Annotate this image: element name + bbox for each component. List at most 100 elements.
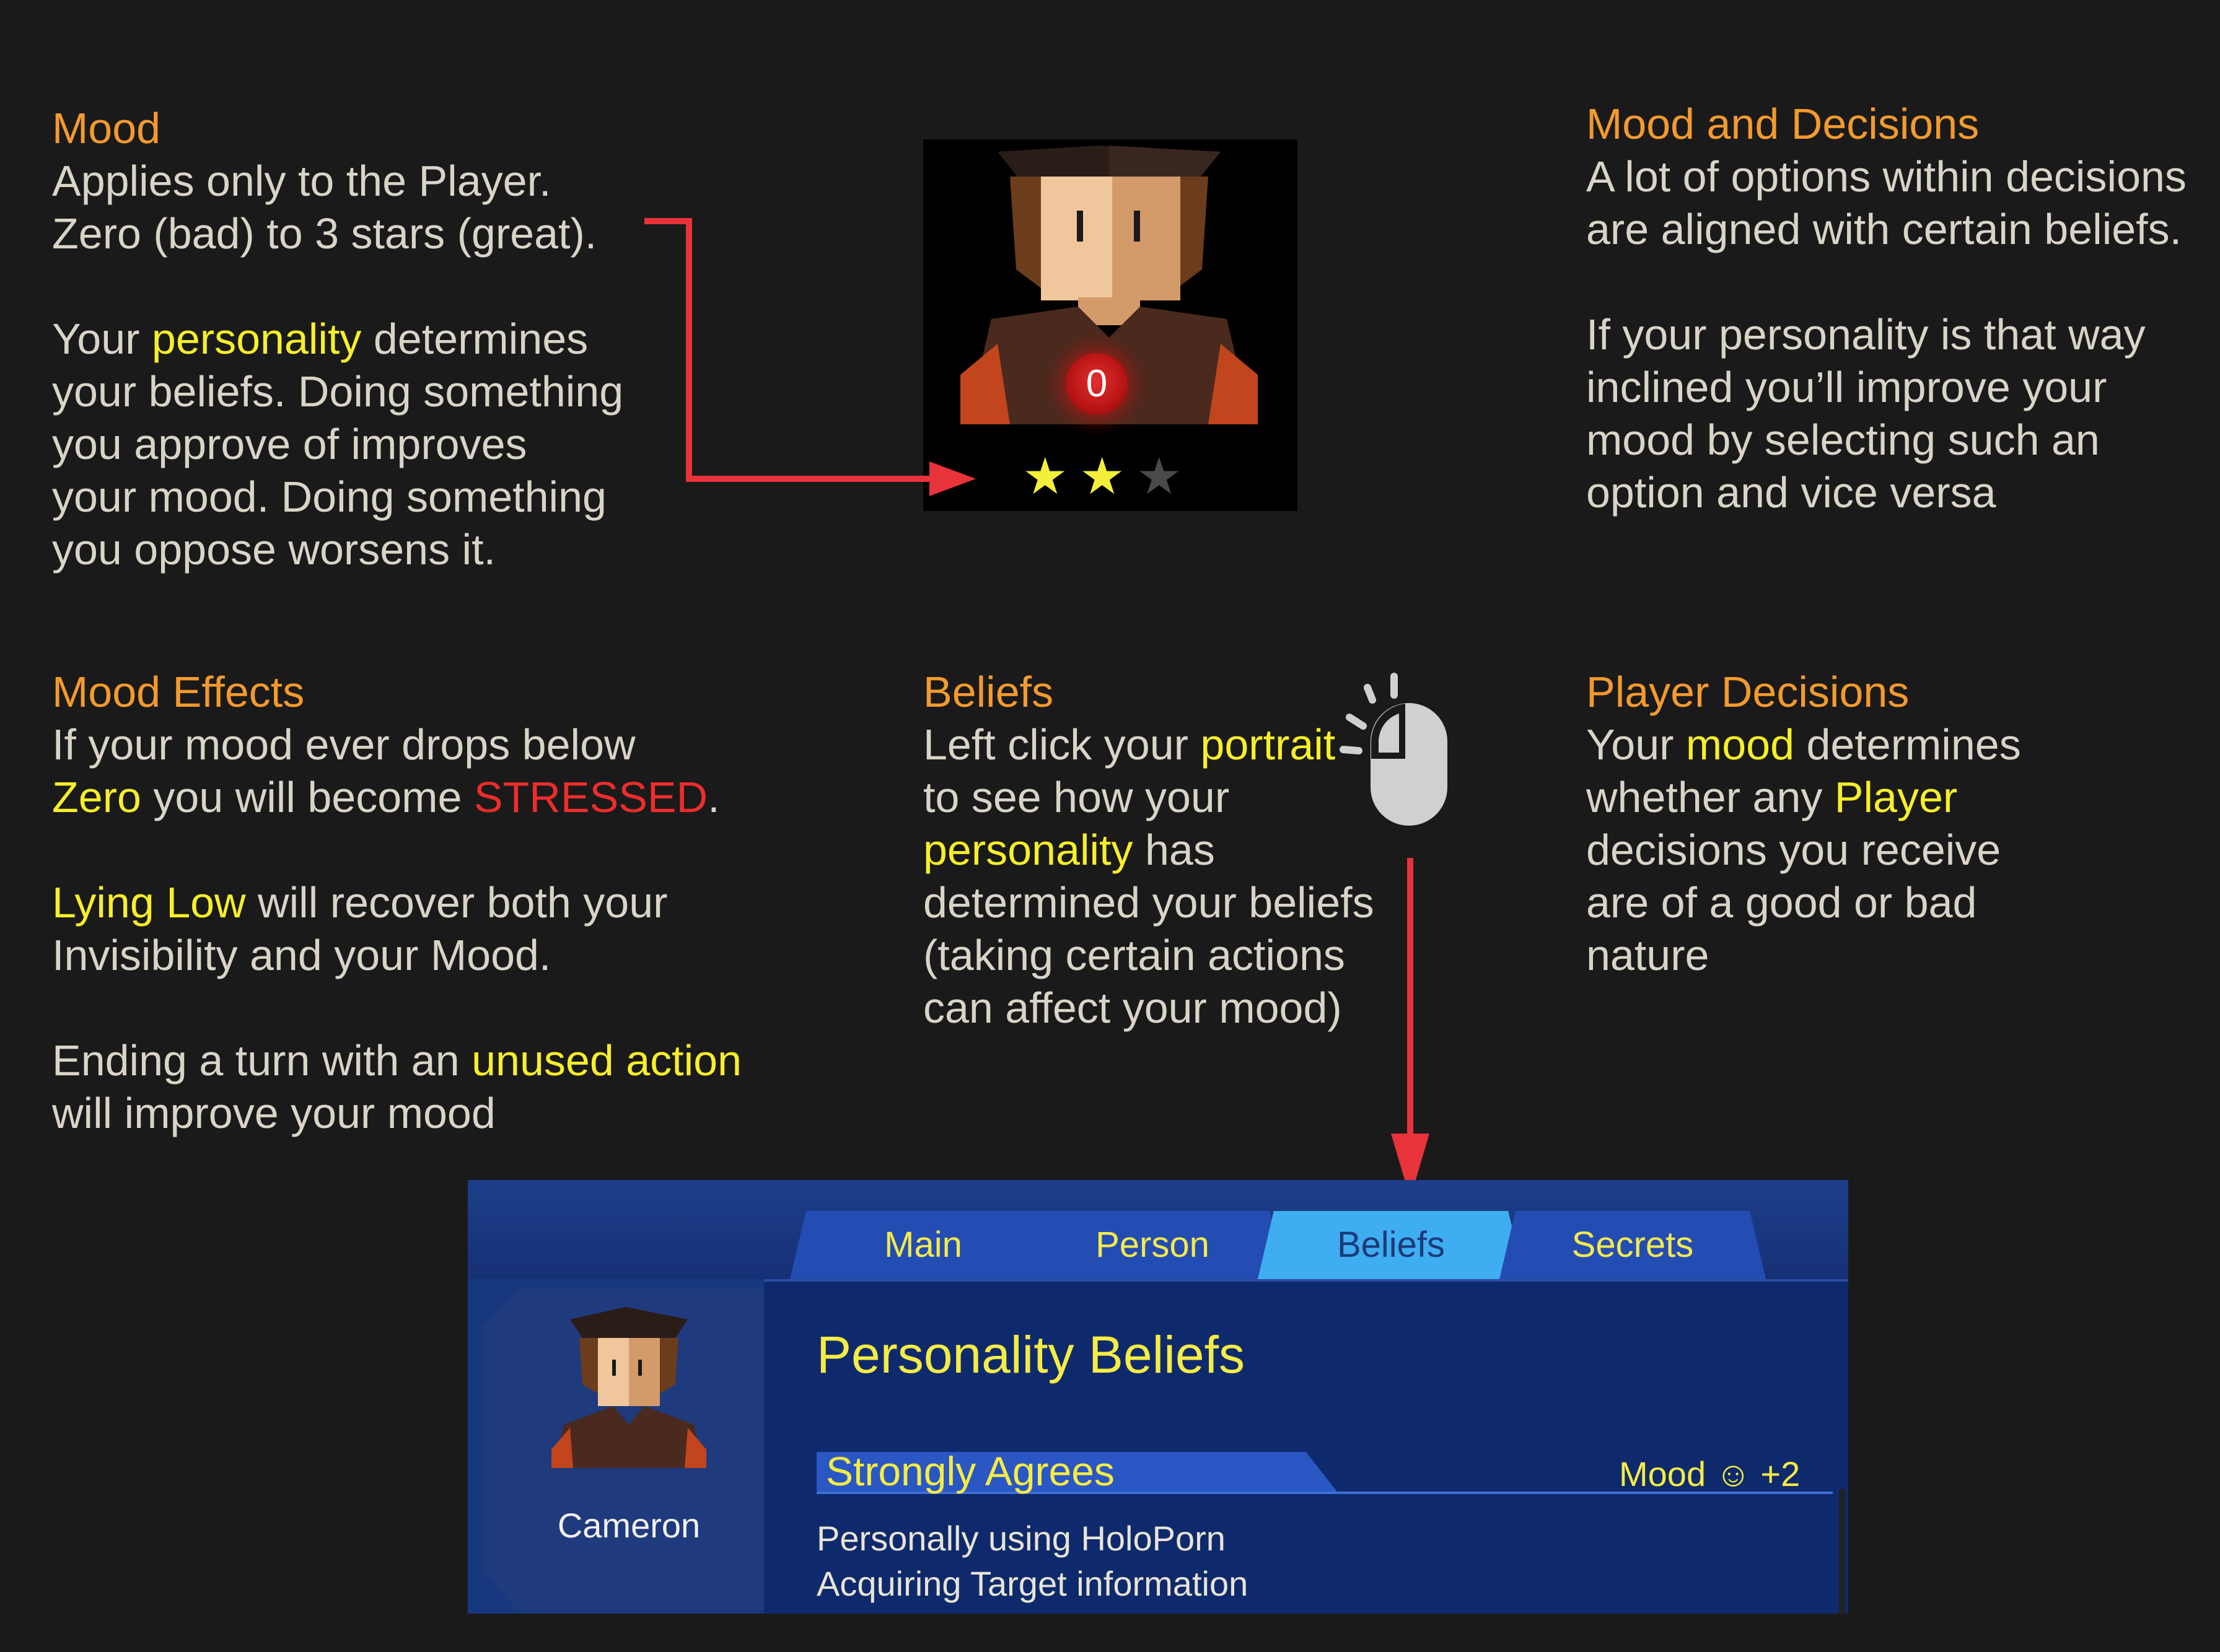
text-segment: (taking certain actions [923,931,1345,979]
mood-decisions-explanation: Mood and Decisions A lot of options with… [1586,98,2206,519]
text-segment: your beliefs. Doing something [52,367,624,416]
highlight-text: mood [1685,720,1794,769]
mood-title: Mood [52,104,161,152]
character-card[interactable]: Cameron [483,1288,774,1610]
text-segment: you will become [141,773,474,821]
tab-secrets[interactable]: Secrets [1499,1211,1766,1279]
character-panel: Main Person Beliefs Secrets Cameron Pers… [468,1180,1848,1614]
text-line: to see how your [923,771,1419,824]
highlight-text: personality [151,315,362,363]
text-segment: determines [361,315,589,363]
text-segment: your mood. Doing something [52,473,607,521]
text-segment: Your [1586,720,1686,769]
text-segment: Invisibility and your Mood. [52,931,551,979]
divider [817,1492,1833,1494]
tab-beliefs[interactable]: Beliefs [1258,1211,1524,1279]
text-segment: Left click your [923,720,1201,769]
mouse-left-click-icon [1340,673,1447,826]
section-title: Personality Beliefs [817,1326,1245,1384]
text-line: determined your beliefs [923,876,1419,929]
text-segment: are of a good or bad [1586,878,1977,927]
text-segment: can affect your mood) [923,984,1342,1032]
md-line-1: A lot of options within decisions [1586,152,2187,201]
text-segment: will recover both your [245,878,668,927]
text-segment: determines [1794,720,2021,769]
mood-stars: ★★★ [1022,452,1208,502]
character-portrait-icon [551,1307,706,1468]
text-line: your beliefs. Doing something [52,365,678,418]
beliefs-title: Beliefs [923,668,1054,716]
star-filled-icon: ★ [1022,448,1068,505]
text-line: Your mood determines [1586,719,2175,771]
text-segment: . [708,773,720,821]
character-name: Cameron [557,1506,701,1545]
text-segment: to see how your [923,773,1230,821]
highlight-text: Lying Low [52,878,246,927]
text-line: Invisibility and your Mood. [52,929,814,982]
text-segment: decisions you receive [1586,826,2001,874]
text-line: whether any Player [1586,771,2175,824]
mood-line-2: Zero (bad) to 3 stars (great). [52,209,597,258]
belief-item: Acquiring Target information [817,1564,1248,1603]
highlight-text: STRESSED [473,773,708,821]
text-line: are of a good or bad [1586,876,2175,929]
mood-decisions-title: Mood and Decisions [1586,100,1980,148]
text-line: your mood. Doing something [52,471,678,523]
player-portrait[interactable]: 0 ★★★ [923,139,1297,511]
text-segment: If your mood ever drops below [52,720,636,769]
tab-bar: Main Person Beliefs Secrets [468,1180,1848,1279]
highlight-text: Zero [52,773,141,821]
text-line: can affect your mood) [923,982,1419,1034]
mood-effects-explanation: Mood Effects If your mood ever drops bel… [52,666,814,1140]
text-line: you oppose worsens it. [52,523,678,576]
mood-value-badge: 0 [1066,353,1128,415]
md-line-6: option and vice versa [1586,468,1996,517]
text-line: Zero you will become STRESSED. [52,771,814,824]
md-line-3: If your personality is that way [1586,310,2146,359]
mood-effects-title: Mood Effects [52,668,305,716]
highlight-text: personality [923,826,1133,874]
text-line: nature [1586,929,2175,982]
text-segment: determined your beliefs [923,878,1374,927]
text-segment: you oppose worsens it. [52,525,496,574]
scrollbar[interactable] [1839,1489,1845,1614]
text-line: will improve your mood [52,1087,814,1140]
text-line: (taking certain actions [923,929,1419,982]
strongly-agrees-bar [817,1452,1337,1492]
text-segment: whether any [1586,773,1835,821]
text-line: Left click your portrait [923,719,1419,771]
belief-item: Personally using HoloPorn [817,1519,1226,1558]
tab-person[interactable]: Person [1019,1211,1286,1279]
text-segment: nature [1586,931,1709,979]
text-line: Lying Low will recover both your [52,876,814,929]
md-line-4: inclined you’ll improve your [1586,363,2107,411]
text-line: you approve of improves [52,418,678,471]
text-line: decisions you receive [1586,824,2175,876]
text-line: If your mood ever drops below [52,719,814,771]
text-segment: you approve of improves [52,420,527,468]
mood-explanation: Mood Applies only to the Player. Zero (b… [52,102,678,576]
text-segment: Ending a turn with an [52,1036,472,1085]
arrow-to-stars [644,218,976,496]
arrow-to-beliefs-tab [1391,858,1429,1199]
highlight-text: Player [1834,773,1958,821]
highlight-text: portrait [1200,720,1336,769]
character-avatar-icon [960,146,1258,424]
highlight-text: unused action [472,1036,742,1085]
beliefs-content: Personality Beliefs Strongly Agrees Mood… [764,1279,1848,1614]
tab-main[interactable]: Main [790,1211,1056,1279]
star-filled-icon: ★ [1079,448,1125,505]
md-line-5: mood by selecting such an [1586,416,2100,464]
text-segment: Your [52,315,152,363]
text-segment: has [1133,826,1215,874]
text-line: personality has [923,824,1419,876]
text-line: Your personality determines [52,313,678,365]
mood-line-1: Applies only to the Player. [52,157,551,205]
